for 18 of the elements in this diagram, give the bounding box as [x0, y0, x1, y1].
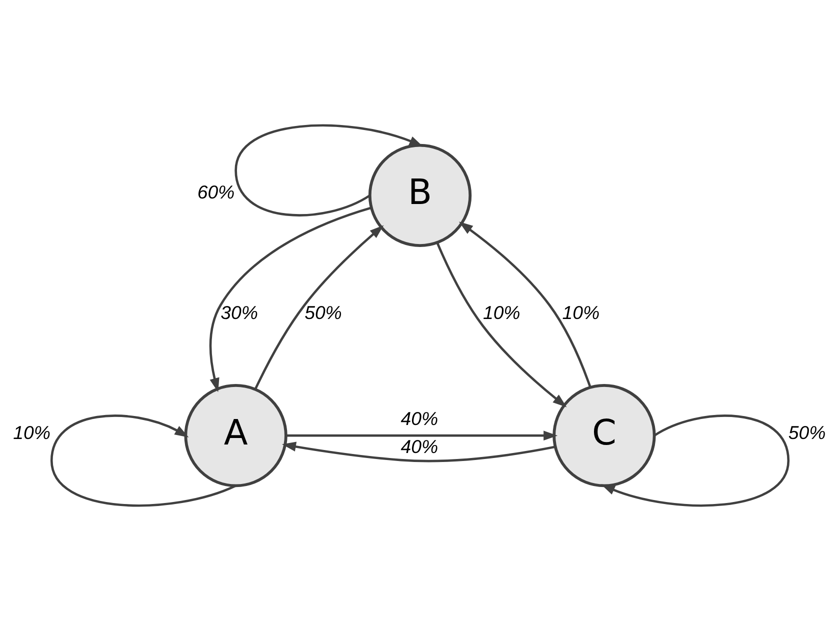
- edge-label: 10%: [562, 301, 600, 322]
- arrow: [254, 224, 384, 390]
- arrow: [282, 441, 556, 462]
- arrow: [436, 242, 567, 407]
- edge-label: 40%: [400, 407, 438, 428]
- edge-label: 10%: [482, 301, 520, 322]
- edge-label: 30%: [220, 301, 258, 322]
- arrow: [600, 414, 790, 506]
- edge-label: 50%: [788, 421, 826, 442]
- node-circle: A: [184, 383, 288, 487]
- arrow: [234, 124, 424, 216]
- edge-label: 60%: [197, 181, 235, 202]
- arrow: [286, 430, 558, 440]
- edge-label: 40%: [400, 435, 438, 456]
- edge-label: 50%: [304, 301, 342, 322]
- arrow: [458, 221, 592, 388]
- edge-label: 10%: [13, 421, 50, 442]
- arrow: [209, 206, 372, 392]
